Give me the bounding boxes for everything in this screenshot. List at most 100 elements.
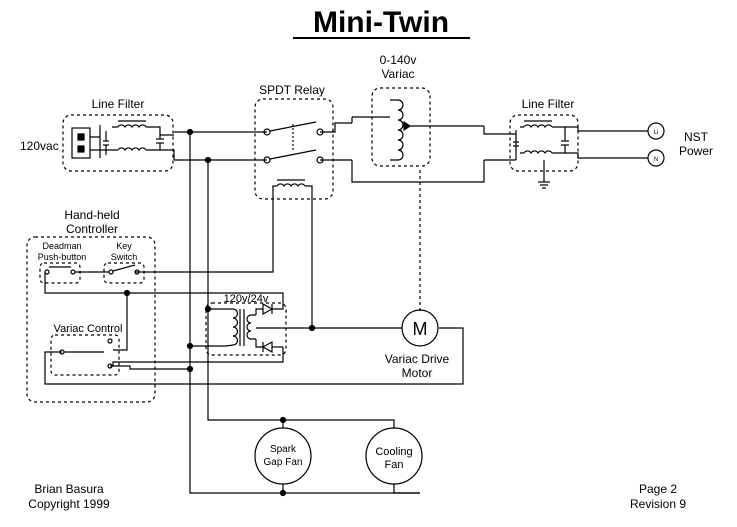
filter-left-cap-icon bbox=[103, 131, 109, 155]
diode-bot-wire bbox=[112, 347, 284, 366]
variac-range-label: 0-140v bbox=[380, 53, 417, 67]
transformer-label: 120v/24v bbox=[224, 293, 269, 305]
nst-terminal-l-icon bbox=[647, 122, 665, 140]
fan-neutral-wire bbox=[283, 419, 395, 428]
variac-box bbox=[371, 87, 431, 167]
relay-coil-lead-a bbox=[135, 185, 277, 273]
terminal-l-label: Li bbox=[654, 130, 659, 136]
deadman-label-1: Deadman bbox=[42, 241, 81, 251]
variac-control-feed bbox=[113, 293, 128, 351]
spdt-relay-box bbox=[254, 98, 334, 200]
page-label: Page 2 bbox=[639, 482, 677, 496]
key-switch-box bbox=[103, 262, 145, 284]
secondary-to-diode-bot bbox=[255, 339, 263, 348]
relay-coil-icon bbox=[276, 183, 306, 188]
ground-icon bbox=[538, 160, 550, 189]
variac-label: Variac bbox=[381, 67, 414, 81]
variac-wiper-arrow-icon bbox=[403, 120, 412, 132]
diode-bot-icon bbox=[261, 340, 283, 354]
copyright-label: Copyright 1999 bbox=[28, 497, 110, 511]
junction-dot bbox=[186, 342, 194, 350]
filter-right-in-top bbox=[483, 126, 516, 135]
handheld-controller-box bbox=[26, 236, 156, 403]
page-title: Mini-Twin bbox=[313, 6, 449, 39]
handheld-label-1: Hand-held bbox=[64, 208, 119, 222]
spdt-relay-label: SPDT Relay bbox=[259, 83, 325, 97]
inductor-left-top-icon bbox=[117, 124, 147, 129]
motor-label-1: Variac Drive bbox=[385, 352, 450, 366]
junction-dot bbox=[123, 289, 131, 297]
relay-arm-top bbox=[269, 121, 317, 132]
author-label: Brian Basura bbox=[34, 482, 104, 496]
key-switch-arm bbox=[112, 264, 136, 272]
nst-terminal-n-icon bbox=[647, 149, 665, 167]
motor-icon bbox=[401, 309, 439, 347]
transformer-box bbox=[205, 302, 287, 356]
variac-control-link bbox=[110, 365, 190, 370]
spark-fan-label-1: Spark bbox=[270, 444, 297, 455]
cooling-fan-label-2: Fan bbox=[385, 459, 404, 471]
filter-left-xcap-icon bbox=[156, 135, 164, 150]
key-switch-label-2: Switch bbox=[111, 252, 138, 262]
motor-label-2: Motor bbox=[402, 366, 433, 380]
filter-left-top-wire bbox=[112, 126, 174, 136]
cooling-fan-hot-drop bbox=[393, 484, 420, 494]
diode-top-icon bbox=[262, 302, 275, 316]
switch-contact-icon bbox=[134, 269, 140, 275]
variac-common-wire bbox=[351, 160, 485, 183]
neutral-trunk-wire bbox=[207, 160, 283, 421]
nst-l-wire bbox=[565, 126, 648, 132]
xfmr-secondary-coil-icon bbox=[246, 314, 256, 340]
terminal-n-label: N bbox=[654, 157, 658, 163]
line-filter-left-box bbox=[62, 114, 174, 172]
line-filter-right-label: Line Filter bbox=[522, 97, 575, 111]
filter-right-xcap-icon bbox=[561, 127, 569, 153]
revision-label: Revision 9 bbox=[630, 497, 686, 511]
power-label: Power bbox=[679, 144, 713, 158]
junction-dot bbox=[186, 365, 194, 373]
motor-return-wire bbox=[44, 327, 464, 385]
variac-winding-icon bbox=[390, 99, 404, 161]
controller-feed-wire bbox=[44, 272, 284, 310]
cooling-fan-label-1: Cooling bbox=[375, 446, 412, 458]
nst-label: NST bbox=[684, 130, 709, 144]
variac-control-label: Variac Control bbox=[54, 323, 123, 335]
junction-dot bbox=[279, 489, 287, 497]
junction-dot bbox=[204, 305, 212, 313]
filter-left-out-bot bbox=[160, 149, 175, 160]
relay-contact-icon bbox=[263, 156, 271, 164]
relay-to-variac-top bbox=[320, 122, 352, 133]
junction-dot bbox=[186, 128, 194, 136]
inductor-right-bot-icon bbox=[523, 150, 553, 155]
motor-symbol: M bbox=[413, 319, 428, 339]
xfmr-primary-coil-icon bbox=[225, 308, 239, 347]
junction-dot bbox=[279, 416, 287, 424]
handheld-label-2: Controller bbox=[66, 222, 118, 236]
inlet-socket-icon bbox=[71, 127, 91, 159]
nst-n-wire bbox=[565, 152, 648, 159]
inductor-left-bot-icon bbox=[117, 147, 147, 152]
deadman-label-2: Push-button bbox=[38, 252, 87, 262]
spark-gap-fan-icon bbox=[254, 427, 312, 485]
switch-contact-icon bbox=[107, 338, 113, 344]
relay-arm-bot bbox=[269, 149, 317, 160]
variac-control-box bbox=[50, 334, 120, 376]
relay-coil-lead-b bbox=[305, 185, 402, 329]
line-filter-right-box bbox=[509, 114, 579, 172]
key-switch-label-1: Key bbox=[116, 241, 132, 251]
switch-contact-icon bbox=[70, 269, 76, 275]
filter-right-leads bbox=[520, 126, 565, 154]
filter-right-cap-icon bbox=[513, 130, 519, 160]
input-voltage-label: 120vac bbox=[20, 139, 59, 153]
junction-dot bbox=[204, 156, 212, 164]
relay-contact-icon bbox=[263, 128, 271, 136]
filter-left-leads bbox=[90, 125, 112, 158]
line-filter-left-label: Line Filter bbox=[92, 97, 145, 111]
hot-trunk-wire bbox=[189, 132, 420, 494]
secondary-to-diode-top bbox=[255, 308, 263, 315]
inductor-right-top-icon bbox=[523, 124, 553, 129]
spark-fan-label-2: Gap Fan bbox=[264, 457, 303, 468]
deadman-button-box bbox=[39, 262, 81, 284]
switch-contact-icon bbox=[108, 269, 114, 275]
